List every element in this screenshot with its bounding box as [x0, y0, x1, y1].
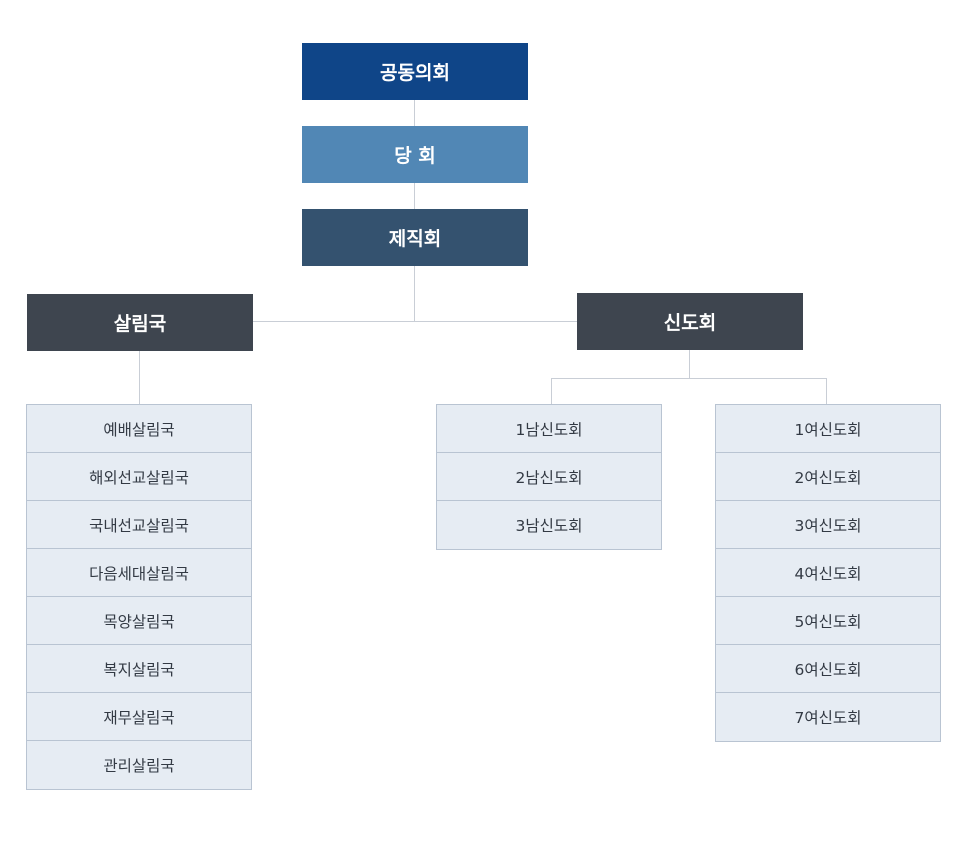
salim-department-box: 살림국: [27, 294, 253, 351]
list-item: 목양살림국: [27, 597, 251, 645]
list-item: 복지살림국: [27, 645, 251, 693]
list-item: 6여신도회: [716, 645, 940, 693]
list-item: 7여신도회: [794, 709, 862, 727]
list-item: 다음세대살림국: [27, 549, 251, 597]
connector-men-down: [551, 378, 552, 404]
list-item: 1여신도회: [716, 405, 940, 453]
list-item: 1남신도회: [437, 405, 661, 453]
list-item: 국내선교살림국: [27, 501, 251, 549]
connector-salim-down: [139, 351, 140, 404]
list-item: 3여신도회: [716, 501, 940, 549]
sindo-council-box: 신도회: [577, 293, 803, 350]
connector-sindo-down: [689, 350, 690, 378]
officers-meeting-box: 제직회: [302, 209, 528, 266]
connector-branch-horizontal: [253, 321, 577, 322]
connector-sindo-split: [551, 378, 827, 379]
list-item: 2남신도회: [437, 453, 661, 501]
list-item: 예배살림국: [27, 405, 251, 453]
list-item: 4여신도회: [716, 549, 940, 597]
list-item: 해외선교살림국: [27, 453, 251, 501]
joint-council-box: 공동의회: [302, 43, 528, 100]
list-item: 2여신도회: [716, 453, 940, 501]
session-box: 당 회: [302, 126, 528, 183]
list-item: 5여신도회: [716, 597, 940, 645]
list-item: 재무살림국: [27, 693, 251, 741]
list-item: 관리살림국: [103, 757, 175, 775]
list-item: 3남신도회: [515, 517, 583, 535]
connector-women-down: [826, 378, 827, 404]
